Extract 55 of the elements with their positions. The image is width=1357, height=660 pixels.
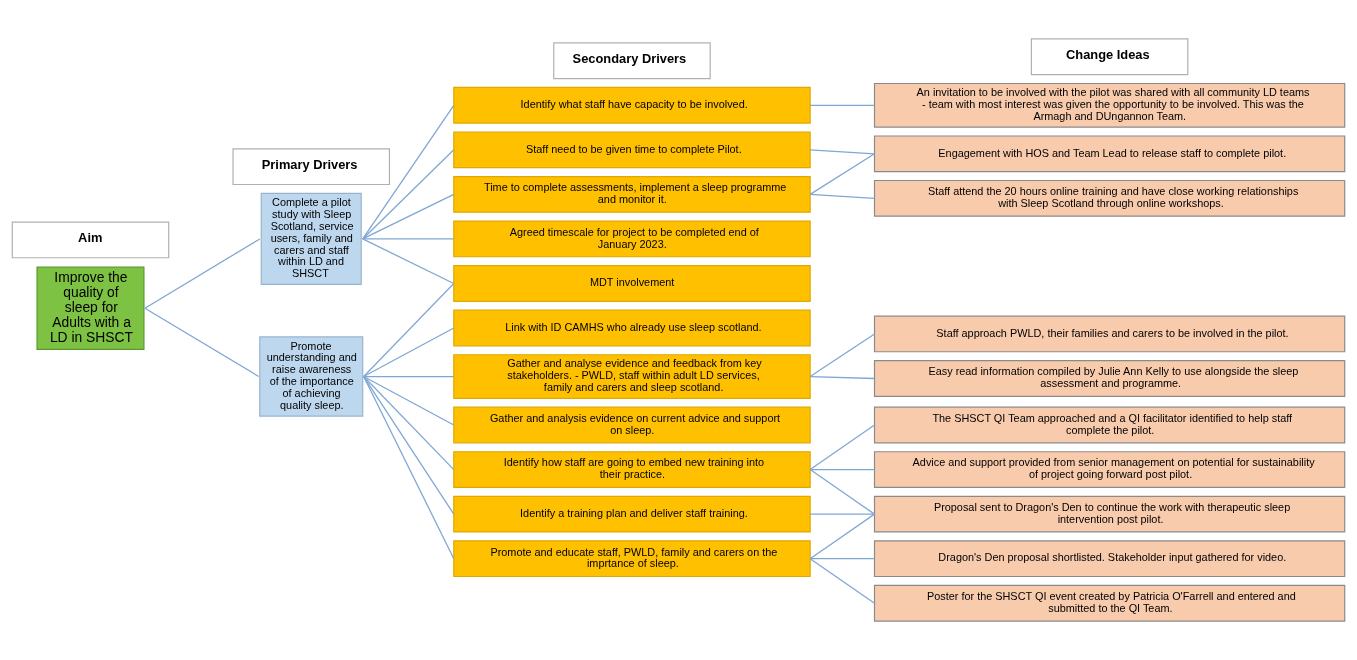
connector — [362, 238, 455, 285]
connector — [362, 149, 455, 240]
connector — [809, 468, 876, 471]
node-box: Proposal sent to Dragon's Den to continue the work with therapeutic sleep intervention post pilot. — [873, 495, 1346, 533]
node-box: Primary Drivers — [232, 148, 391, 186]
connector — [144, 307, 260, 378]
connector — [362, 193, 455, 240]
node-box: Advice and support provided from senior management on potential for sustainability of project going forward post pilot. — [873, 451, 1346, 488]
node-box: Complete a pilot study with Sleep Scotland, service users, family and carers and staff within LD and SHSCT — [260, 192, 362, 286]
node-box: Engagement with HOS and Team Lead to release staff to complete pilot. — [873, 135, 1346, 173]
connector — [809, 558, 876, 560]
node-box: Staff approach PWLD, their families and carers to be involved in the pilot. — [873, 315, 1346, 353]
node-box: Time to complete assessments, implement a sleep programme and monitor it. — [453, 175, 811, 213]
node-box: An invitation to be involved with the pilot was shared with all community LD teams - team with most interest was given the opportunity to be involved. This was the Armagh and DUngannon Team. — [873, 82, 1346, 128]
node-box: Identify what staff have capacity to be involved. — [453, 86, 811, 124]
connector — [362, 104, 455, 240]
node-box: MDT involvement — [453, 265, 811, 302]
connector — [809, 193, 876, 199]
node-box: Identify a training plan and deliver staff training. — [453, 495, 811, 533]
connector — [809, 468, 876, 515]
node-box: Link with ID CAMHS who already use sleep scotland. — [453, 309, 811, 347]
node-box: Easy read information compiled by Julie Ann Kelly to use alongside the sleep assessment and programme. — [873, 360, 1346, 397]
connector — [809, 513, 876, 515]
node-box: Gather and analyse evidence and feedback from key stakeholders. - PWLD, staff within adult LD services, family and carers and sleep scotland. — [453, 354, 811, 399]
node-box: Secondary Drivers — [553, 42, 711, 80]
node-box: Identify how staff are going to embed new training into their practice. — [453, 451, 811, 488]
connector — [809, 513, 876, 560]
node-box: Promote understanding and raise awareness of the importance of achieving quality sleep. — [259, 336, 364, 417]
connector — [363, 375, 455, 560]
connector — [144, 238, 261, 309]
node-box: Improve the quality of sleep for Adults with a LD in SHSCT — [36, 266, 145, 350]
connector — [362, 238, 455, 240]
connector — [809, 375, 876, 380]
connector — [363, 375, 455, 471]
connector — [809, 153, 876, 196]
connector — [363, 282, 455, 378]
node-box: Promote and educate staff, PWLD, family and carers on the imprtance of sleep. — [453, 540, 811, 578]
node-box: Change Ideas — [1030, 38, 1189, 76]
connector — [809, 424, 876, 471]
node-box: Agreed timescale for project to be completed end of January 2023. — [453, 220, 811, 258]
connector — [809, 558, 876, 604]
connector — [363, 327, 455, 378]
connector — [363, 375, 455, 378]
connector — [809, 104, 876, 106]
node-box: Aim — [11, 221, 170, 259]
node-box: Gather and analysis evidence on current advice and support on sleep. — [453, 406, 811, 444]
node-box: Staff need to be given time to complete Pilot. — [453, 131, 811, 169]
connector — [363, 375, 455, 515]
node-box: Staff attend the 20 hours online training and have close working relationships with Sleep Scotland through online workshops. — [873, 179, 1346, 217]
node-box: The SHSCT QI Team approached and a QI facilitator identified to help staff complete the pilot. — [873, 406, 1346, 444]
connector — [809, 149, 876, 155]
connector — [809, 333, 876, 378]
node-box: Poster for the SHSCT QI event created by Patricia O'Farrell and entered and submitted to the QI Team. — [873, 584, 1346, 622]
connector — [363, 375, 455, 426]
node-box: Dragon's Den proposal shortlisted. Stakeholder input gathered for video. — [873, 540, 1346, 578]
